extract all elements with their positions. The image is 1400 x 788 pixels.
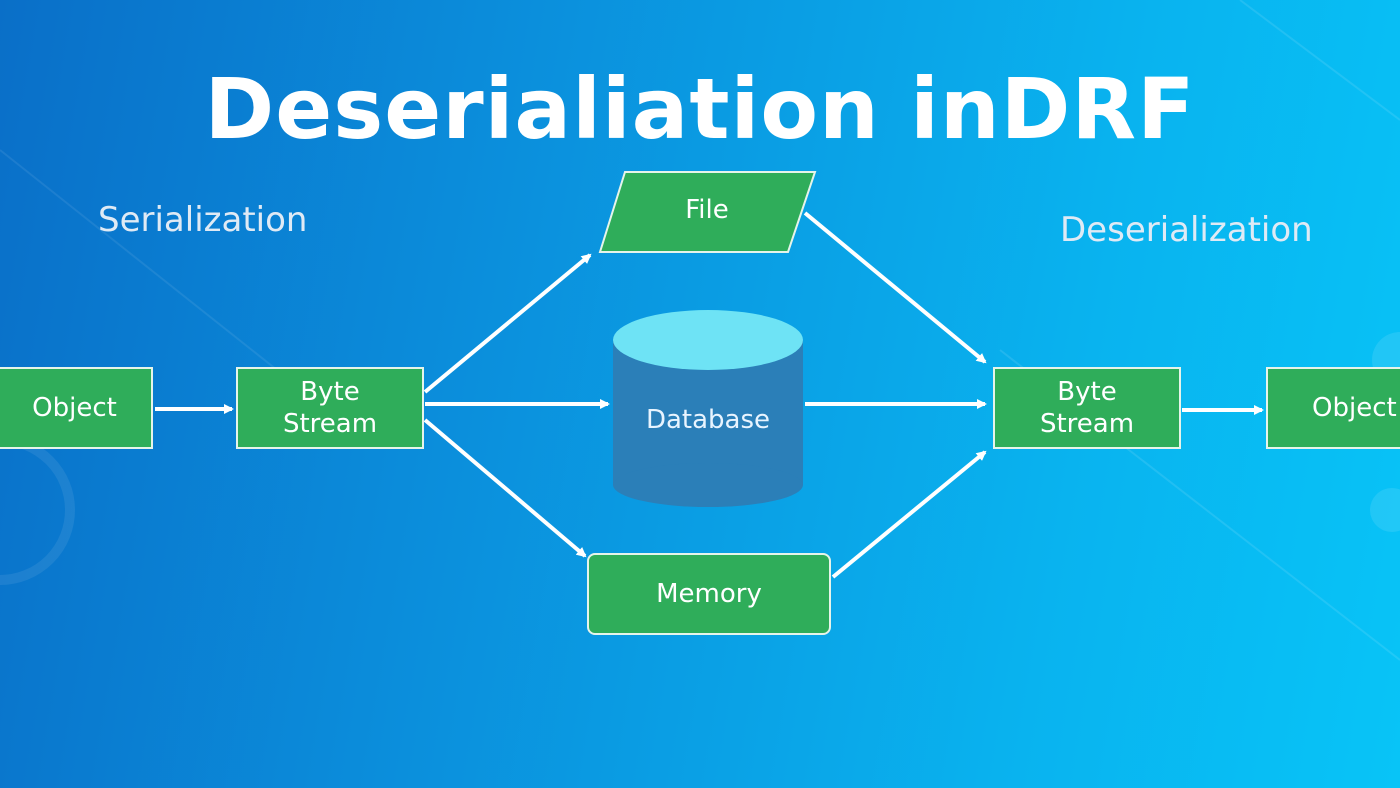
deserialization-heading: Deserialization [1060, 210, 1313, 250]
object-node-left-label: Object [32, 392, 117, 423]
database-node-label: Database [646, 405, 770, 435]
memory-node: Memory [587, 553, 831, 635]
bytestream-node-left: Byte Stream [236, 367, 424, 449]
arrow-bytestream-to-file [423, 253, 592, 394]
database-top [613, 310, 803, 370]
arrow-bytestream-to-memory [423, 418, 587, 558]
decor-dot-icon [1370, 488, 1400, 532]
bytestream-node-right-label: Byte Stream [1039, 376, 1135, 440]
bytestream-node-right: Byte Stream [993, 367, 1181, 449]
object-node-right: Object [1266, 367, 1400, 449]
object-node-right-label: Object [1312, 392, 1397, 423]
page-title: Deserialiation inDRF [204, 60, 1196, 158]
arrow-file-to-bytestream [803, 211, 987, 364]
gear-icon [0, 435, 75, 585]
file-node-shape [598, 171, 817, 253]
bytestream-node-left-label: Byte Stream [282, 376, 378, 440]
decor-line-top [1239, 0, 1400, 121]
memory-node-label: Memory [656, 578, 762, 609]
serialization-heading: Serialization [98, 200, 308, 240]
arrow-memory-to-bytestream [831, 450, 987, 579]
object-node-left: Object [0, 367, 153, 449]
database-bottom [613, 463, 803, 507]
file-node-label: File [685, 195, 729, 225]
